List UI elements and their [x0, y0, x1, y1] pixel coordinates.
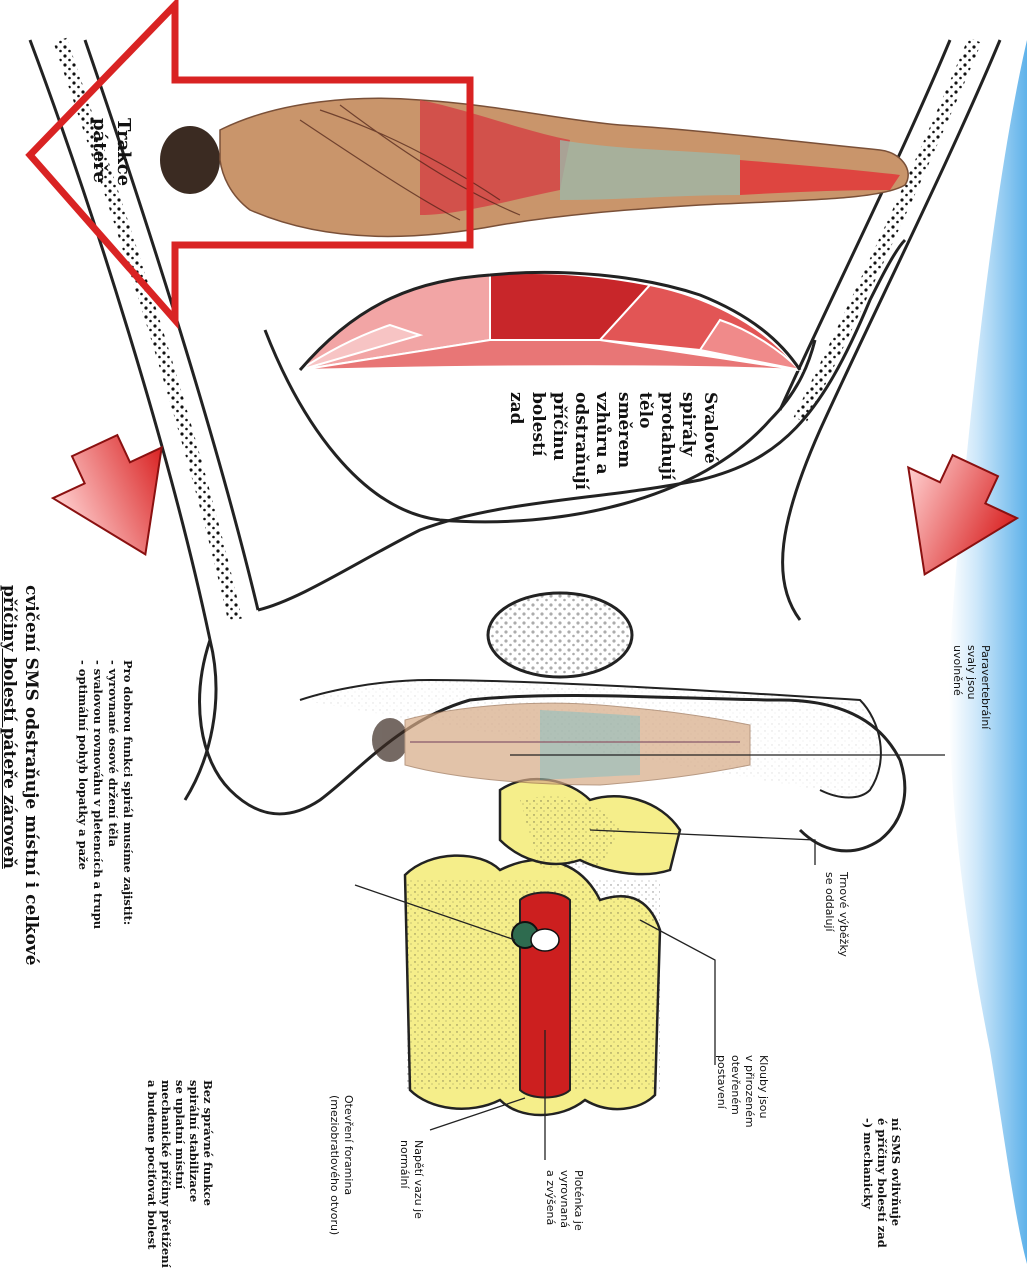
- spiral-text-line: spirály: [677, 392, 699, 490]
- spiral-text-line: protahují: [656, 392, 678, 490]
- pelvis-section: [488, 593, 632, 677]
- annotation-line: Trnové výběžky: [836, 872, 850, 957]
- requirement-item: - vyrovnané osové držení těla: [105, 660, 120, 929]
- annotation-line: Napětí vazu je: [411, 1140, 425, 1219]
- warning-line: spirální stabilizace: [187, 1080, 201, 1268]
- annotation-line: a zvýšená: [543, 1170, 557, 1231]
- annotation-disc: Ploténka je vyrovnaná a zvýšená: [543, 1170, 585, 1231]
- annotation-line: Ploténka je: [571, 1170, 585, 1231]
- annotation-line: v přirozeném: [742, 1055, 756, 1128]
- traction-label: Trakce páteře: [87, 118, 135, 186]
- annotation-ligament: Napětí vazu je normální: [397, 1140, 425, 1219]
- woman-figure-top: [160, 98, 908, 236]
- annotation-line: postavení: [714, 1055, 728, 1128]
- bottom-note-line: ní SMS ovlivňuje: [889, 1118, 903, 1248]
- muscle-fan: [300, 273, 800, 370]
- warning-line: Bez správné funkce: [201, 1080, 215, 1268]
- spiral-text-line: vzhůru a: [591, 392, 613, 490]
- annotation-line: otevřeném: [728, 1055, 742, 1128]
- woman-figure-small: [372, 703, 750, 785]
- page-title: cvičení SMS odstraňuje místní i celkové …: [0, 585, 42, 966]
- requirements-block: Pro dobrou funkci spirál musíme zajistit…: [75, 660, 135, 929]
- annotation-line: (meziobratlového otvoru): [327, 1095, 341, 1235]
- warning-line: mechanické příčiny přetížení: [159, 1080, 173, 1268]
- annotation-line: Otevření foramina: [341, 1095, 355, 1235]
- bottom-note: ní SMS ovlivňuje é příčiny bolestí zad -…: [861, 1118, 903, 1248]
- annotation-paravertebral: Paravertebrální svaly jsou uvolněné: [950, 645, 992, 729]
- requirement-item: - optimální pohyb lopatky a paže: [75, 660, 90, 929]
- spiral-text: Svalové spirály protahují tělo směrem vz…: [505, 392, 720, 490]
- annotation-line: se oddalují: [822, 872, 836, 957]
- spine-illustration: [405, 779, 680, 1115]
- warning-block: Bez správné funkce spirální stabilizace …: [145, 1080, 215, 1268]
- spiral-text-line: odstraňují: [570, 392, 592, 490]
- annotation-foramina: Otevření foramina (meziobratlového otvor…: [327, 1095, 355, 1235]
- title-line-1: cvičení SMS odstraňuje místní i celkové: [20, 585, 42, 966]
- annotation-line: svaly jsou: [964, 645, 978, 729]
- spiral-text-line: tělo: [634, 392, 656, 490]
- annotation-line: uvolněné: [950, 645, 964, 729]
- annotation-line: Klouby jsou: [756, 1055, 770, 1128]
- annotation-spinous: Trnové výběžky se oddalují: [822, 872, 850, 957]
- bottom-note-line: -) mechanicky: [861, 1118, 875, 1248]
- spiral-text-line: Svalové: [699, 392, 721, 490]
- spiral-text-line: bolestí: [527, 392, 549, 490]
- annotation-line: normální: [397, 1140, 411, 1219]
- title-line-2: příčiny bolestí páteře zároveň: [0, 585, 20, 966]
- warning-line: se uplatní místní: [173, 1080, 187, 1268]
- annotation-joints: Klouby jsou v přirozeném otevřeném posta…: [714, 1055, 770, 1128]
- annotation-line: Paravertebrální: [978, 645, 992, 729]
- traction-label-line: Trakce: [111, 118, 135, 186]
- spiral-text-line: příčinu: [548, 392, 570, 490]
- bottom-note-line: é příčiny bolestí zad: [875, 1118, 889, 1248]
- requirement-item: - svalovou rovnováhu v pletencích a trup…: [90, 660, 105, 929]
- traction-label-line: páteře: [87, 118, 111, 186]
- spiral-text-line: zad: [505, 392, 527, 490]
- annotation-line: vyrovnaná: [557, 1170, 571, 1231]
- requirements-heading: Pro dobrou funkci spirál musíme zajistit…: [120, 660, 135, 929]
- spiral-text-line: směrem: [613, 392, 635, 490]
- warning-line: a budeme pociťovat bolest: [145, 1080, 159, 1268]
